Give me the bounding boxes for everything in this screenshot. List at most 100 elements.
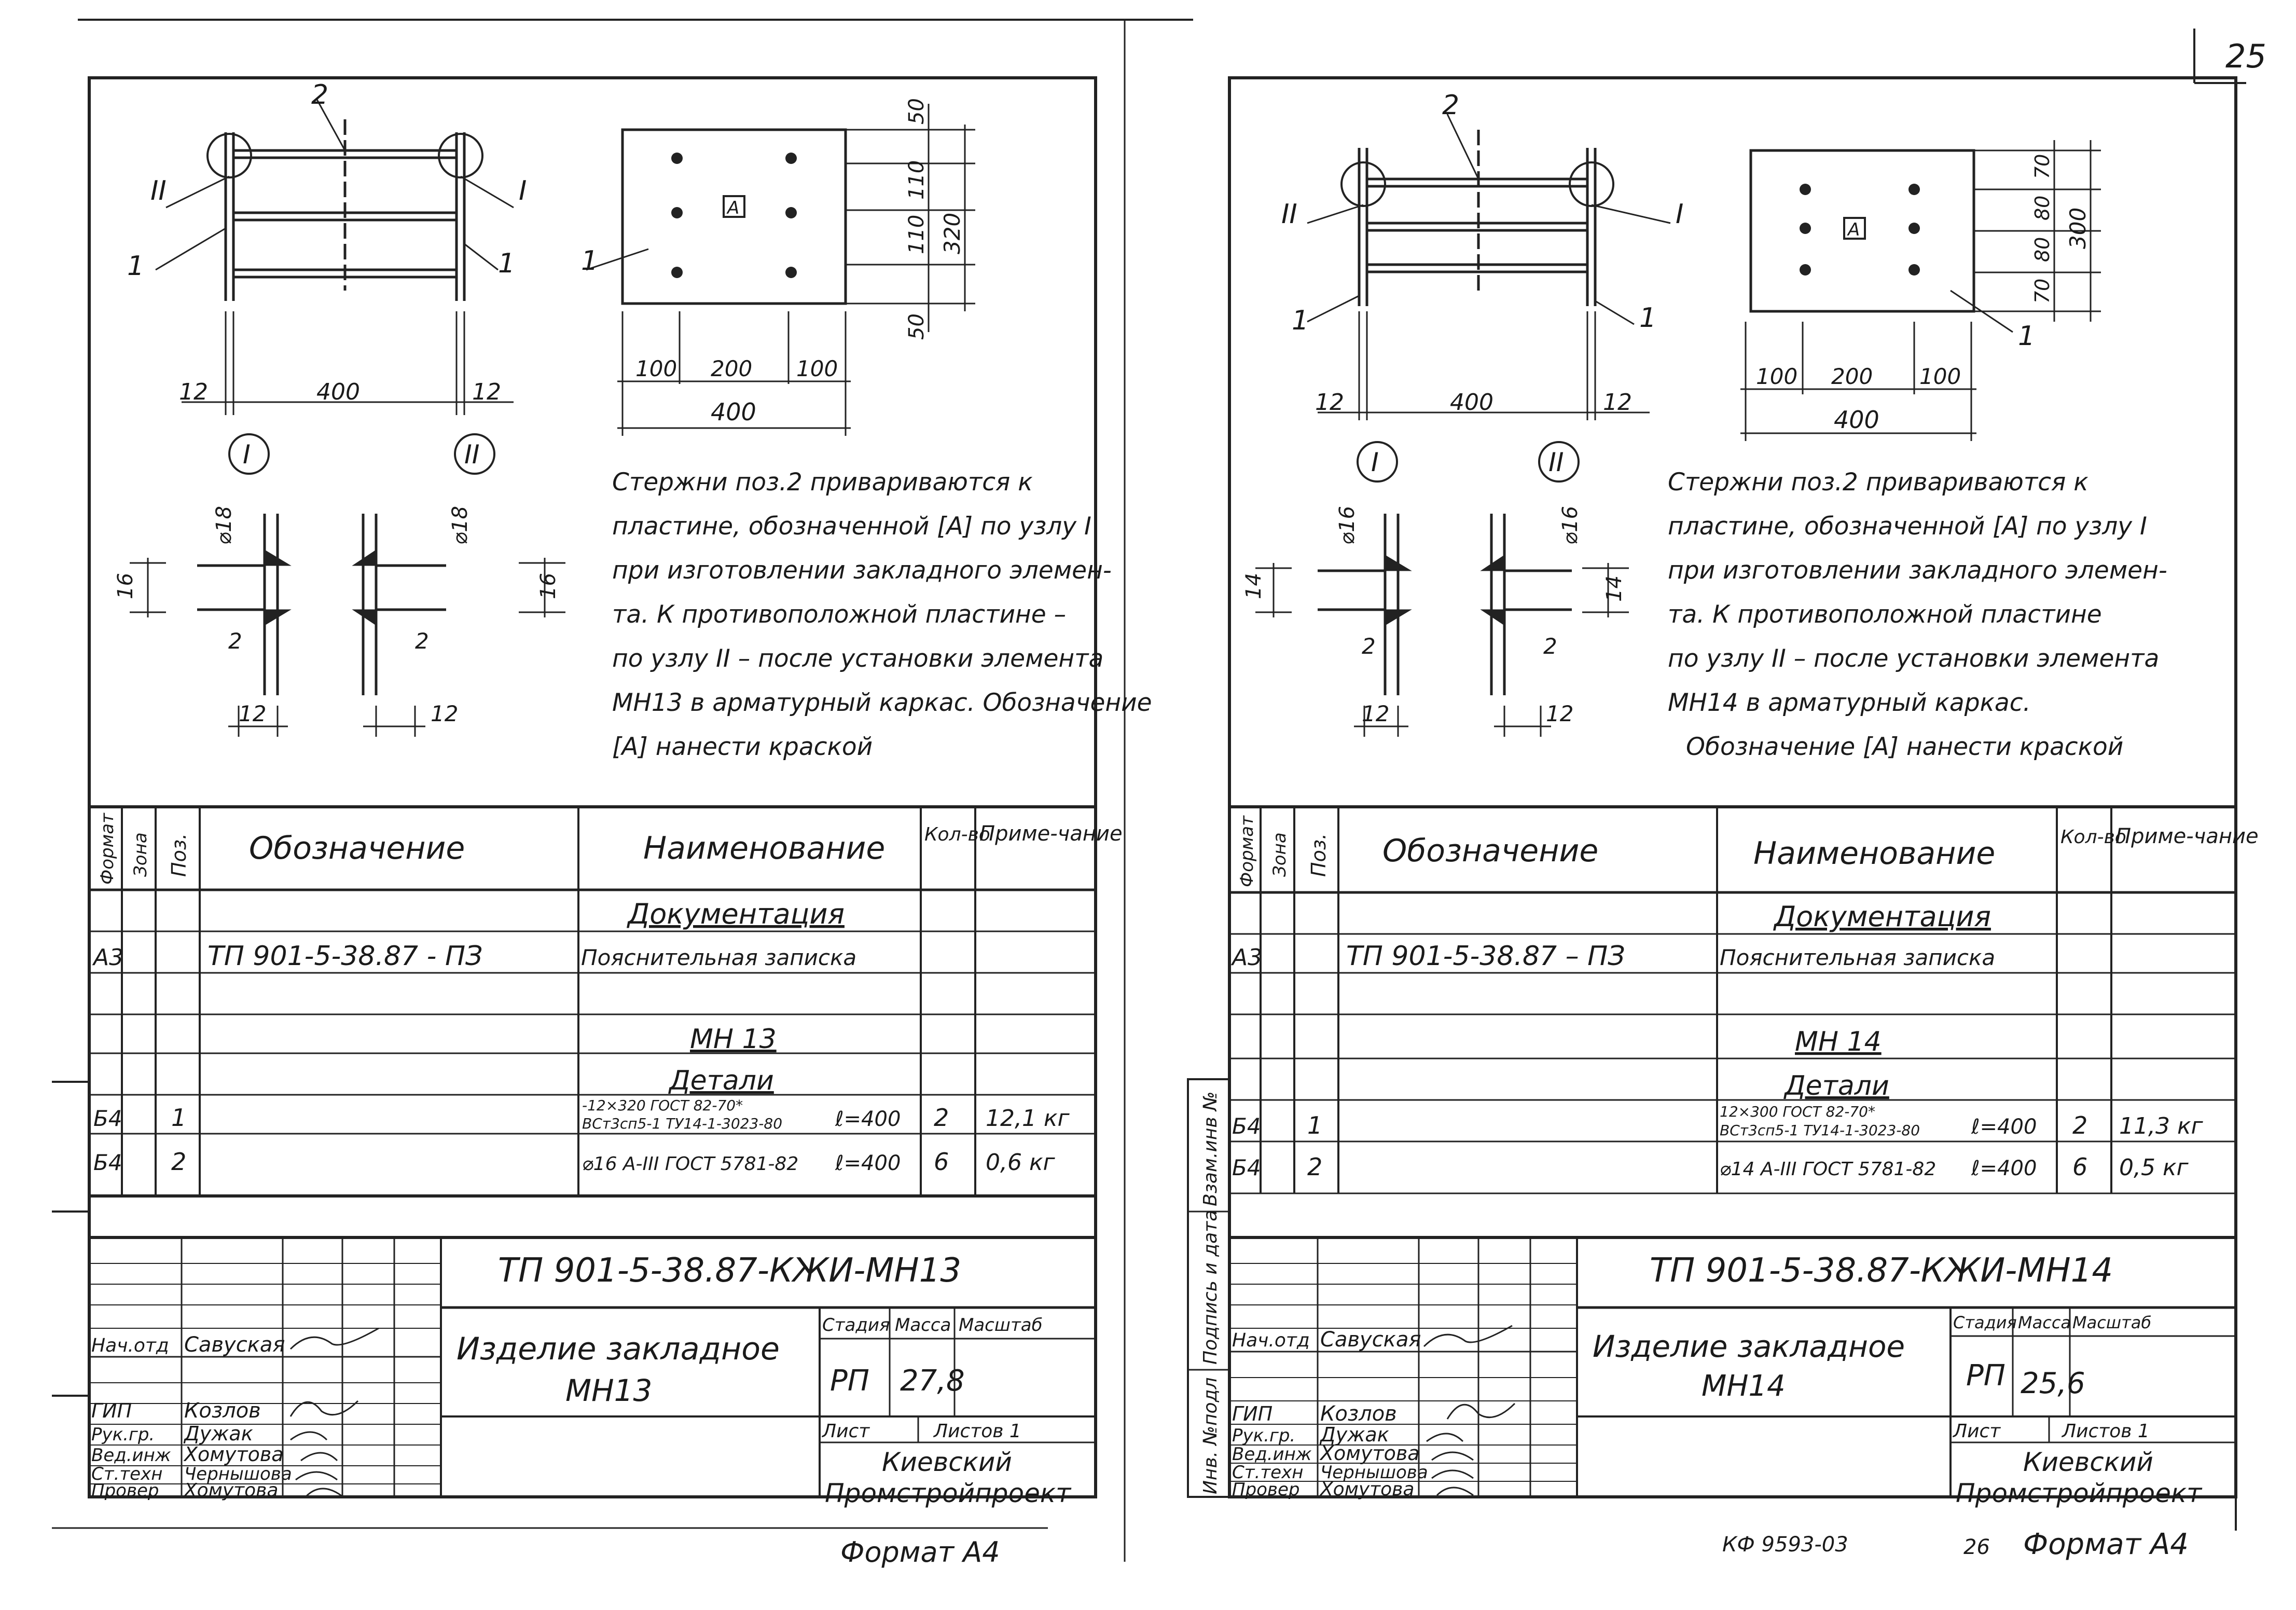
plate-v-2: 110 (905, 160, 929, 200)
doc-row-designation: ТП 901-5-38.87 - ПЗ (208, 941, 482, 972)
spec-table (1229, 805, 2236, 1239)
row-format: Б4 (1232, 1155, 1261, 1180)
spec-header-pos: Поз. (1307, 833, 1330, 877)
row-name-1: ⌀14 А-III ГОСТ 5781-82 (1720, 1159, 1936, 1180)
note-line: пластине, обозначенной [A] по узлу I (1668, 512, 2147, 541)
page-number: 25 (2225, 37, 2266, 75)
role: Ст.техн (91, 1464, 162, 1484)
row-pos: 2 (171, 1148, 186, 1176)
mass-value: 25,6 (2021, 1367, 2085, 1400)
frame-view (1307, 114, 1671, 483)
stamp-inv: Инв. №подл (1200, 1378, 1221, 1494)
format-label-right: Формат А4 (2023, 1528, 2189, 1561)
plate-seg-1: 100 (1756, 364, 1797, 389)
doc-row-format: А3 (1230, 944, 1262, 971)
signature-mark (1423, 1325, 1513, 1347)
row-qty: 6 (2072, 1153, 2087, 1181)
spec-row: Б4 1 12×300 ГОСТ 82-70* ВСт3сп5-1 ТУ14-1… (1232, 1103, 2204, 1139)
stamp-podpis: Подпись и дата (1200, 1210, 1221, 1365)
stage-label: Стадия (1953, 1313, 2017, 1332)
spec-row: Б4 2 ⌀16 А-III ГОСТ 5781-82 ℓ=400 6 0,6 … (93, 1148, 1056, 1176)
title-name-2: МН14 (1702, 1369, 1786, 1403)
scale-label: Масштаб (959, 1315, 1043, 1336)
detail-II-width: 12 (1546, 701, 1573, 726)
note-line: [A] нанести краской (612, 733, 873, 761)
signatures: Нач.отд Савуская ГИП Козлов Рук.гр. Дужа… (1232, 1325, 1516, 1500)
note-line: Стержни поз.2 привариваются к (612, 468, 1033, 497)
spec-header-designation: Обозначение (1382, 833, 1598, 869)
spec-header-qty: Кол-во (2060, 827, 2126, 848)
plate-height: 320 (939, 213, 965, 254)
node-II-label: II (1281, 199, 1297, 230)
role: Провер (1232, 1479, 1300, 1500)
node-I-label: I (1676, 199, 1683, 230)
detail-I-dia: ⌀18 (212, 506, 236, 545)
end-left-dim: 12 (179, 379, 208, 405)
row-qty: 2 (934, 1104, 949, 1132)
mark-A: A (1847, 219, 1860, 240)
plate-pos-label-right: 1 (1639, 302, 1656, 334)
signature-mark (305, 1488, 343, 1497)
detail-I-width: 12 (239, 701, 266, 726)
row-note: 0,5 кг (2119, 1154, 2189, 1181)
stamp-vzam: Взам.инв № (1200, 1091, 1221, 1206)
sheets-label: Листов 1 (933, 1421, 1021, 1442)
spec-header-qty: Кол-во (924, 824, 990, 845)
note-line: та. К противоположной пластине (1668, 600, 2102, 629)
scale-label: Масштаб (2072, 1313, 2151, 1332)
plate-v-1: 50 (905, 98, 929, 125)
plate-seg-1: 100 (635, 356, 677, 381)
detail-II-weld: 2 (1543, 634, 1557, 659)
detail-II-dia: ⌀18 (448, 506, 472, 545)
row-length: ℓ=400 (1971, 1115, 2037, 1139)
role: Провер (91, 1480, 159, 1501)
person-name: Козлов (184, 1399, 261, 1423)
title-name-1: Изделие закладное (457, 1331, 780, 1367)
doc-row-format: А3 (92, 944, 123, 971)
spec-header-note: Приме-чание (2115, 824, 2259, 848)
row-note: 11,3 кг (2119, 1113, 2204, 1139)
row-note: 12,1 кг (986, 1105, 1070, 1132)
role: ГИП (1232, 1402, 1273, 1425)
row-pos: 2 (1307, 1153, 1322, 1181)
note-line: МН14 в арматурный каркас. (1668, 689, 2031, 717)
doc-row-name: Пояснительная записка (581, 945, 856, 970)
signature-mark (1436, 1487, 1474, 1496)
stud-marks (1800, 184, 1920, 276)
note-line: по узлу II – после установки элемента (612, 644, 1103, 673)
side-stamp (1187, 1078, 1230, 1498)
section-details: Детали (668, 1065, 774, 1096)
detail-II-weld: 2 (415, 628, 429, 654)
assembly-note: Стержни поз.2 привариваются к пластине, … (612, 468, 1152, 761)
person-name: Чернышова (184, 1464, 292, 1484)
note-line: МН13 в арматурный каркас. Обозначение (612, 689, 1152, 717)
signature-mark (290, 1431, 328, 1441)
end-left-dim: 12 (1315, 389, 1344, 416)
title-name-1: Изделие закладное (1593, 1329, 1905, 1364)
detail-II-dia: ⌀16 (1558, 506, 1582, 545)
row-pos: 1 (171, 1104, 186, 1132)
signature-mark (289, 1400, 359, 1417)
signature-mark (1446, 1402, 1516, 1420)
role: Ст.техн (1232, 1462, 1303, 1483)
role: Рук.гр. (1232, 1425, 1295, 1446)
person-name: Хомутова (1319, 1442, 1420, 1465)
person-name: Дужак (1319, 1423, 1389, 1446)
title-code: ТП 901-5-38.87-КЖИ-МН13 (498, 1251, 961, 1290)
node-II-label: II (150, 175, 167, 207)
rod-pos-label: 2 (311, 79, 328, 111)
format-label-left: Формат А4 (840, 1536, 1000, 1568)
end-right-dim: 12 (1603, 389, 1632, 416)
signature-mark (295, 1471, 338, 1481)
spec-table (89, 805, 1096, 1198)
row-format: Б4 (1232, 1113, 1261, 1139)
plate-v-2: 80 (2031, 196, 2054, 221)
plate-seg-3: 100 (796, 356, 838, 381)
plate-v-4: 50 (905, 313, 929, 340)
plate-v-3: 80 (2031, 237, 2054, 262)
row-qty: 2 (2072, 1111, 2087, 1139)
weld-detail-I (1255, 514, 1412, 737)
title-code: ТП 901-5-38.87-КЖИ-МН14 (1650, 1251, 2113, 1290)
section-item: МН 14 (1795, 1026, 1882, 1057)
